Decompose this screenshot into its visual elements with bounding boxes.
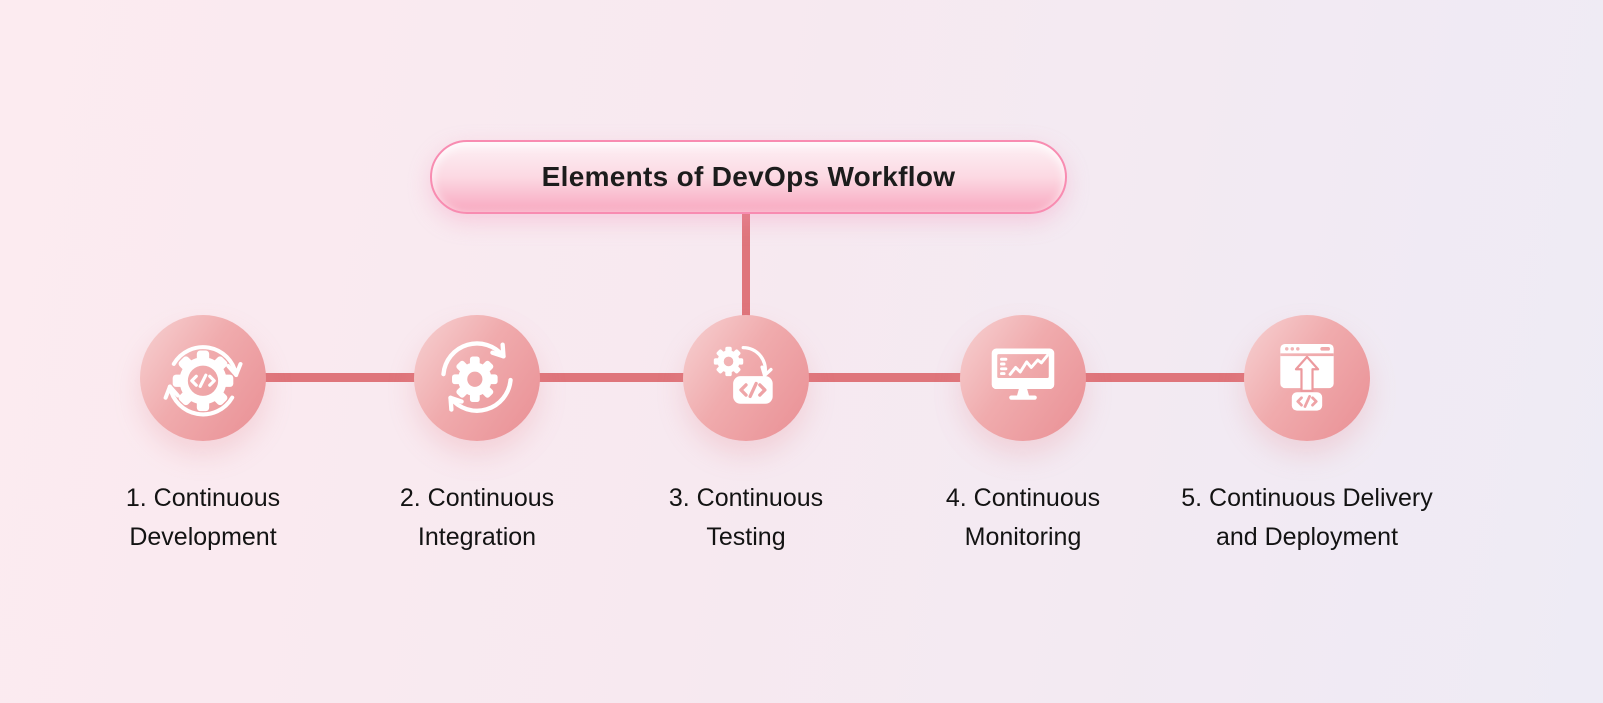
title-to-step3-connector-line <box>742 212 750 320</box>
step-1-node <box>140 315 266 441</box>
step-5-label-line1: 5. Continuous Delivery <box>1181 484 1433 512</box>
step-1-label-line2: Development <box>129 523 277 551</box>
step-3-label-line2: Testing <box>706 523 786 551</box>
step-4-label-line1: 4. Continuous <box>945 484 1101 512</box>
monitor-chart-icon <box>991 348 1055 400</box>
step-5-label: 5. Continuous Delivery and Deployment <box>1127 479 1487 557</box>
gear-to-code-icon <box>713 345 773 404</box>
browser-upload-code-icon <box>1280 343 1334 411</box>
step-1-label: 1. Continuous Development <box>23 479 383 557</box>
step-3-node <box>683 315 809 441</box>
step-4-node <box>960 315 1086 441</box>
step-2-label-line2: Integration <box>417 523 537 551</box>
step-2-label: 2. Continuous Integration <box>297 479 657 557</box>
code-gear-cycle-icon <box>163 345 243 417</box>
step-2-node <box>414 315 540 441</box>
step-4-label-line2: Monitoring <box>964 523 1082 551</box>
step-3-label-line1: 3. Continuous <box>668 484 824 512</box>
step-4-label: 4. Continuous Monitoring <box>843 479 1203 557</box>
diagram-title: Elements of DevOps Workflow <box>541 161 956 192</box>
step-3-label: 3. Continuous Testing <box>566 479 926 557</box>
title-pill: Elements of DevOps Workflow <box>430 140 1067 214</box>
gear-sync-arrows-icon <box>441 341 513 413</box>
step-5-node <box>1244 315 1370 441</box>
step-2-label-line1: 2. Continuous <box>399 484 555 512</box>
step-5-label-line2: and Deployment <box>1215 523 1399 551</box>
step-1-label-line1: 1. Continuous <box>125 484 281 512</box>
